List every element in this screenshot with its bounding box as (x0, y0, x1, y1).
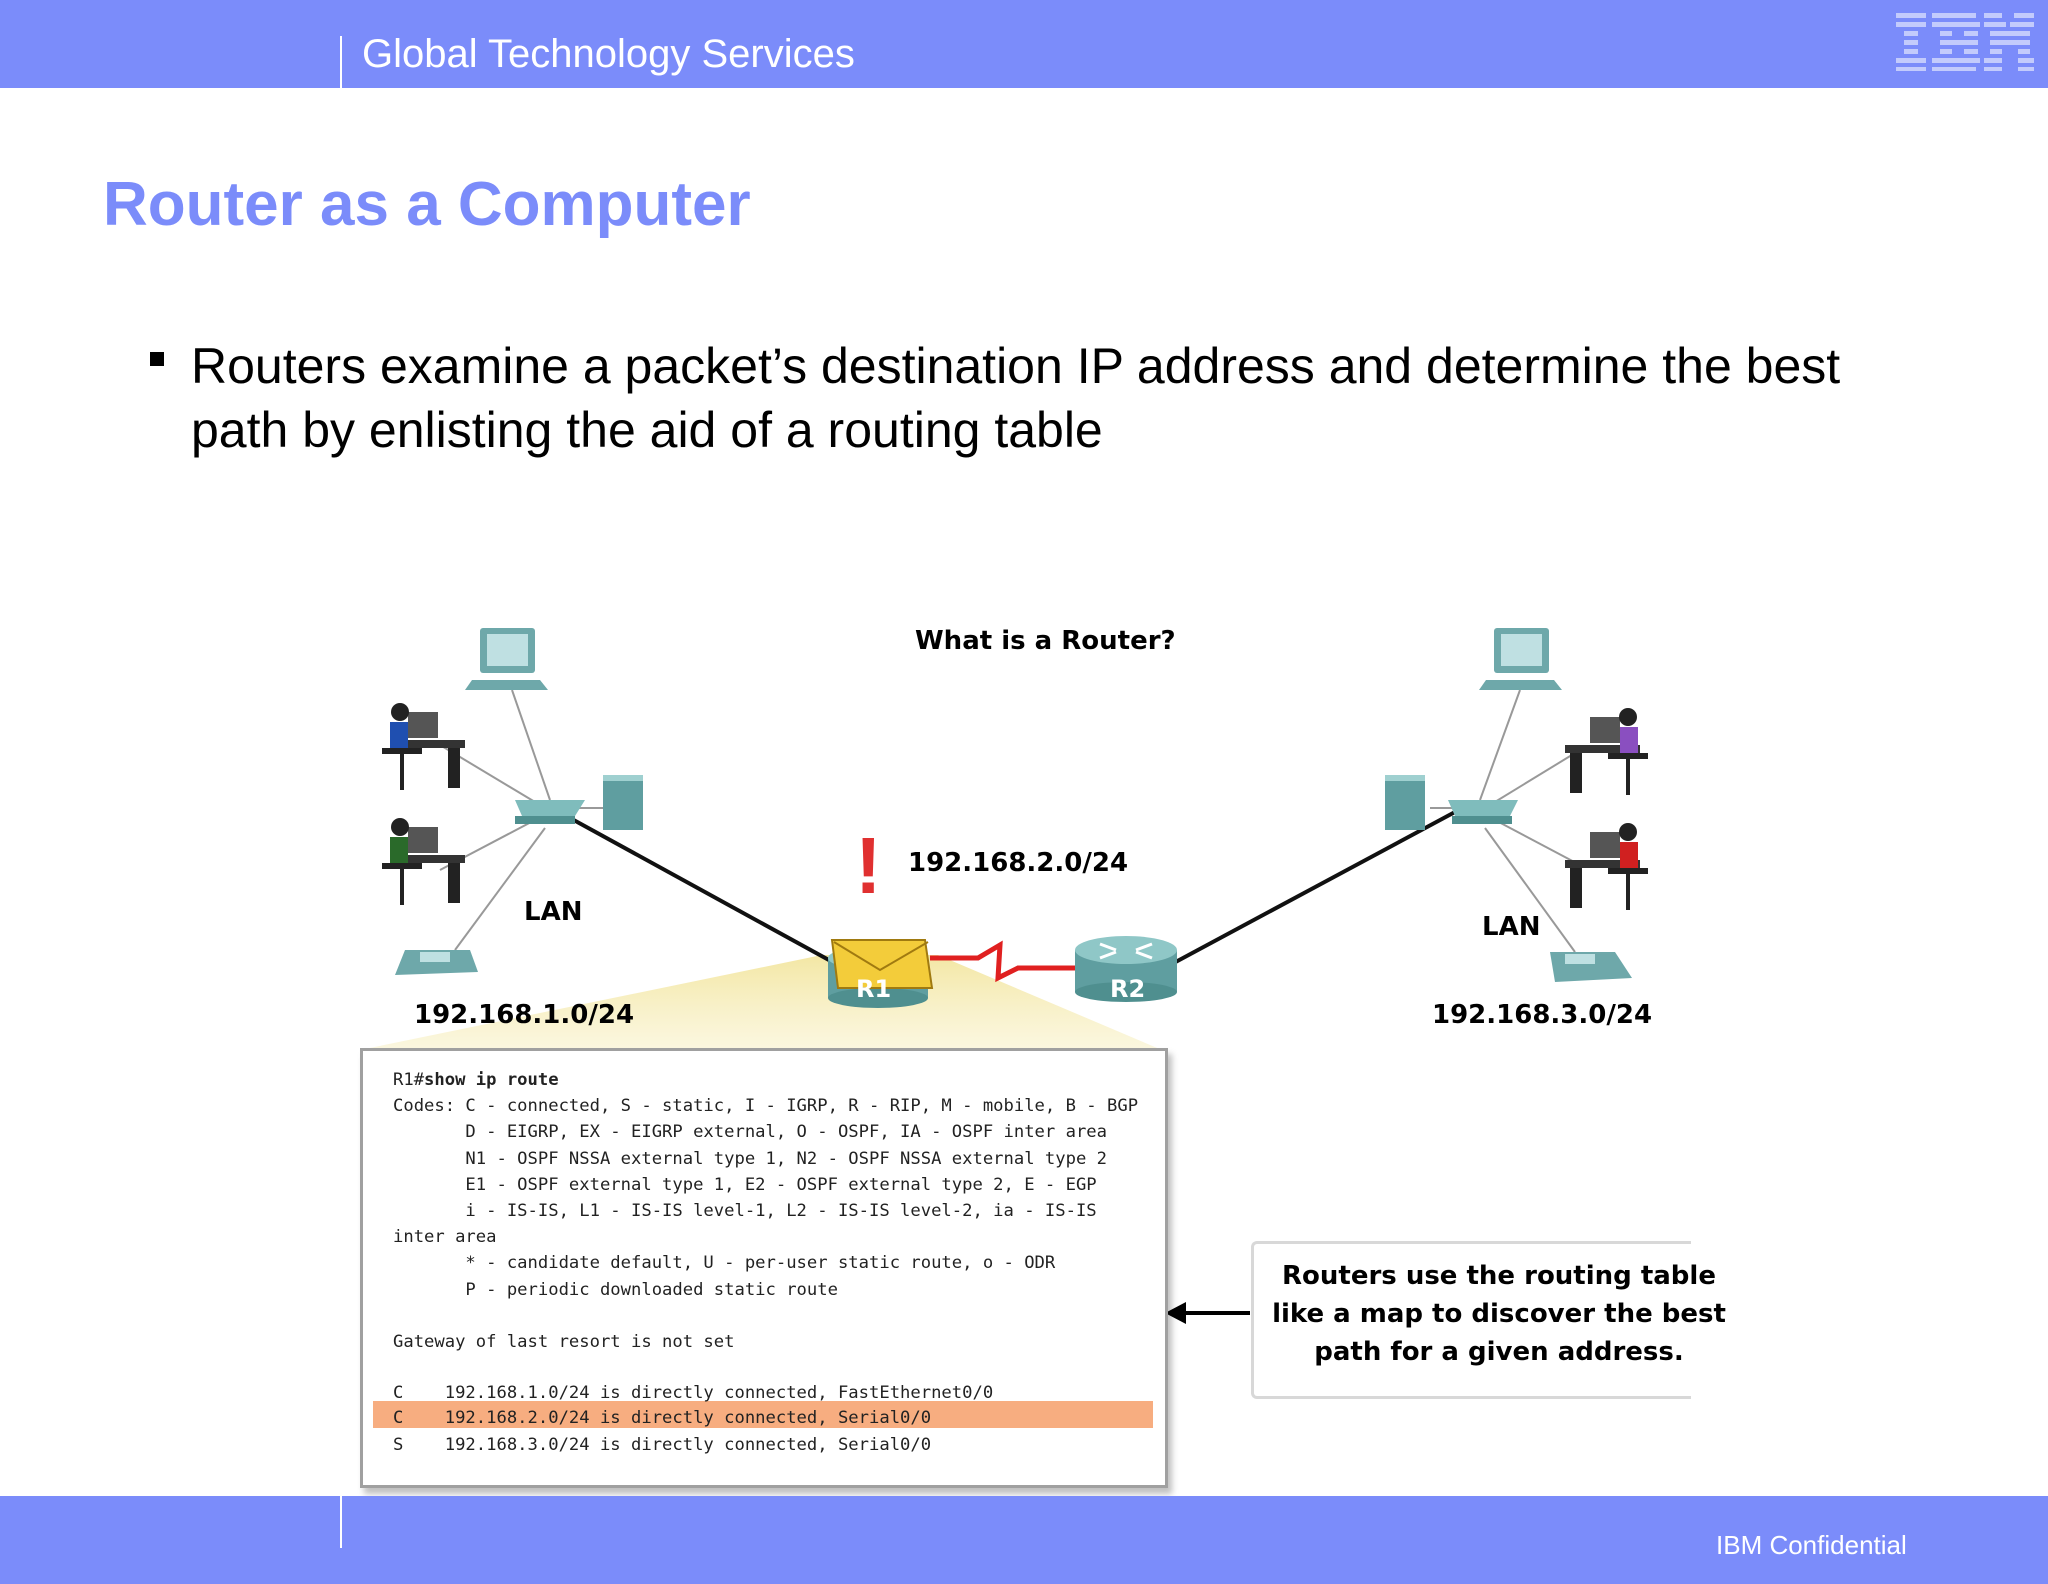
header-bar: Global Technology Services (0, 0, 2048, 88)
serial-link (930, 940, 1080, 983)
ibm-logo-icon (1896, 13, 2034, 71)
user-workstation-icon (382, 703, 465, 790)
header-brand: Global Technology Services (362, 32, 855, 76)
right-lan-label: LAN (1482, 912, 1541, 942)
command-line: R1#show ip route (393, 1067, 1138, 1093)
code-line: * - candidate default, U - per-user stat… (393, 1253, 1056, 1274)
ip-phone-icon (1550, 952, 1632, 982)
code-line: N1 - OSPF NSSA external type 1, N2 - OSP… (393, 1148, 1107, 1169)
router-r1-label: R1 (856, 975, 892, 1003)
arrow-left-icon (1165, 1302, 1250, 1324)
switch-icon (1448, 800, 1518, 824)
link-r2-lan3 (1169, 810, 1456, 967)
callout-text: Routers use the routing table like a map… (1272, 1261, 1726, 1367)
bullet-text: Routers examine a packet’s destination I… (191, 338, 1841, 458)
code-line: inter area (393, 1227, 497, 1248)
lan-links-right (1430, 689, 1581, 953)
server-icon (1385, 775, 1425, 830)
code-line: D - EIGRP, EX - EIGRP external, O - OSPF… (393, 1122, 1107, 1143)
packet-envelope-icon (830, 939, 934, 989)
right-network-label: 192.168.3.0/24 (1432, 1000, 1653, 1030)
cli-command: show ip route (424, 1070, 559, 1090)
callout-box: Routers use the routing table like a map… (1251, 1241, 1726, 1399)
code-line: ​ (393, 1355, 1138, 1381)
cli-prompt: R1# (393, 1070, 425, 1090)
link-lan1-r1 (569, 816, 839, 967)
header-divider (340, 36, 342, 88)
router-r2-icon (1075, 936, 1177, 1002)
ip-phone-icon (395, 950, 478, 975)
left-network-label: 192.168.1.0/24 (414, 1000, 635, 1030)
user-workstation-icon (1565, 823, 1648, 910)
footer-divider (340, 1496, 342, 1548)
middle-network-label: 192.168.2.0/24 (908, 848, 1129, 878)
pc-icon (1479, 628, 1562, 690)
code-line: ​ (393, 1303, 1138, 1329)
route-line: S 192.168.3.0/24 is directly connected, … (393, 1435, 932, 1456)
left-lan-label: LAN (524, 897, 583, 927)
code-line: P - periodic downloaded static route (393, 1279, 838, 1300)
route-line-highlighted: C 192.168.2.0/24 is directly connected, … (393, 1408, 932, 1429)
gateway-line: Gateway of last resort is not set (393, 1332, 735, 1353)
route-line: C 192.168.1.0/24 is directly connected, … (393, 1383, 994, 1404)
footer-bar: IBM Confidential (0, 1496, 2048, 1584)
server-icon (603, 775, 643, 830)
page-title: Router as a Computer (103, 170, 751, 239)
alert-mark: ! (855, 821, 882, 910)
diagram-heading: What is a Router? (915, 626, 1176, 656)
code-line: E1 - OSPF external type 1, E2 - OSPF ext… (393, 1174, 1097, 1195)
highlighted-route-bar (373, 1401, 1153, 1428)
user-workstation-icon (1565, 708, 1648, 795)
code-line: Codes: C - connected, S - static, I - IG… (393, 1096, 1139, 1117)
pc-icon (465, 628, 548, 690)
code-line: i - IS-IS, L1 - IS-IS level-1, L2 - IS-I… (393, 1201, 1097, 1222)
confidential-label: IBM Confidential (1716, 1530, 1907, 1560)
bullet-icon (150, 352, 164, 366)
zoom-beam (360, 955, 1162, 1050)
router-r2-label: R2 (1110, 975, 1146, 1003)
user-workstation-icon (382, 818, 465, 905)
switch-icon (515, 800, 585, 824)
